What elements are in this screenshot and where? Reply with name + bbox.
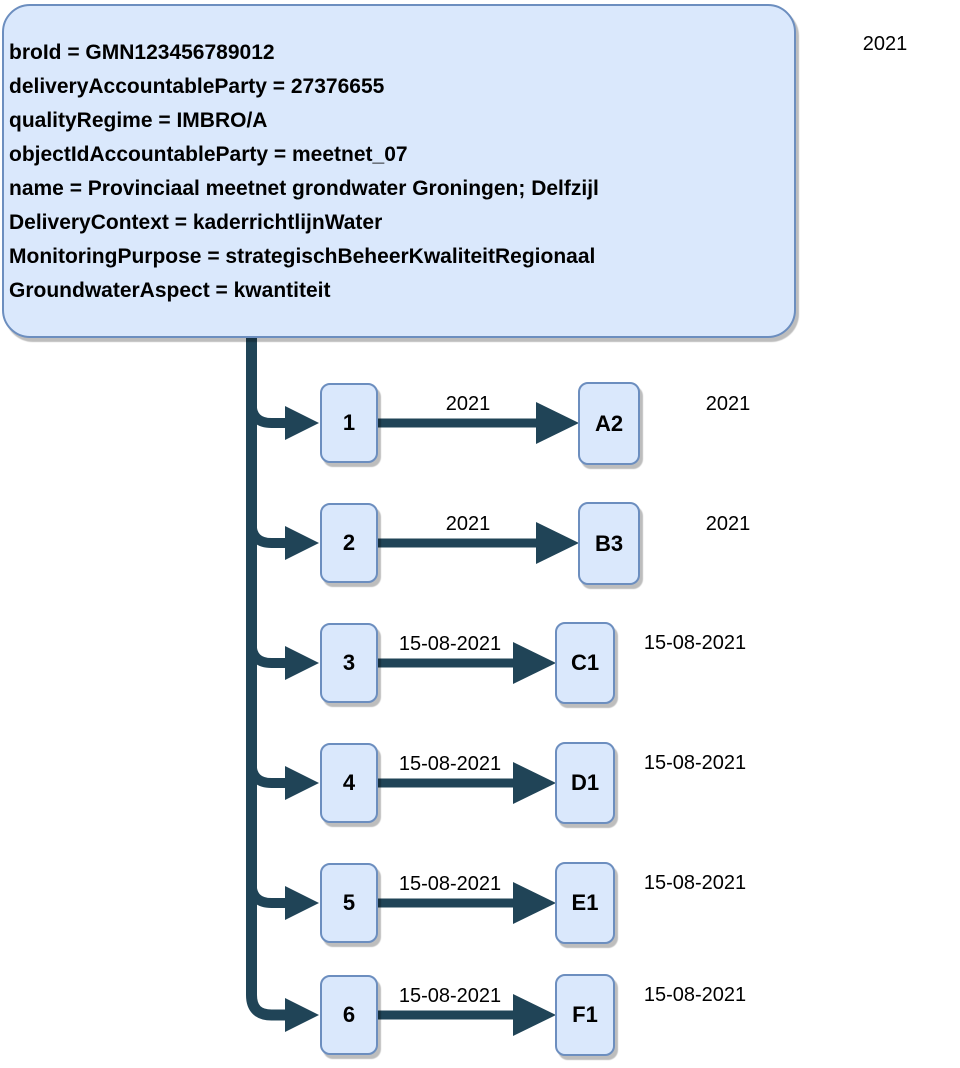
right-label-2: 2021 — [705, 513, 751, 535]
edge-label-6: 15-08-2021 — [398, 985, 502, 1007]
edge-arrowhead-1 — [536, 402, 579, 444]
gmn-info-lines: broId = GMN123456789012 deliveryAccounta… — [9, 36, 790, 308]
branch-line-2 — [246, 503, 287, 548]
trunk-line — [246, 338, 287, 1021]
source-node-2: 2 — [320, 503, 378, 583]
branch-line-3 — [246, 623, 287, 668]
source-node-1: 1 — [320, 383, 378, 463]
year-annotation: 2021 — [862, 33, 908, 55]
edge-label-1: 2021 — [445, 393, 491, 415]
target-node-F1: F1 — [555, 974, 615, 1056]
branch-arrowhead-6 — [285, 998, 319, 1032]
branch-line-4 — [246, 743, 287, 788]
branch-arrowhead-5 — [285, 886, 319, 920]
gmn-info-line: broId = GMN123456789012 — [9, 41, 275, 64]
edge-arrowhead-3 — [513, 642, 556, 684]
branch-arrowhead-2 — [285, 526, 319, 560]
target-node-C1: C1 — [555, 622, 615, 704]
target-node-A2: A2 — [578, 382, 640, 465]
source-node-3: 3 — [320, 623, 378, 703]
gmn-info-line: MonitoringPurpose = strategischBeheerKwa… — [9, 245, 596, 268]
gmn-info-line: deliveryAccountableParty = 27376655 — [9, 75, 385, 98]
edge-label-5: 15-08-2021 — [398, 873, 502, 895]
right-label-4: 15-08-2021 — [643, 752, 747, 774]
right-label-5: 15-08-2021 — [643, 872, 747, 894]
edge-label-2: 2021 — [445, 513, 491, 535]
target-node-D1: D1 — [555, 742, 615, 824]
branch-arrowhead-4 — [285, 766, 319, 800]
gmn-info-line: name = Provinciaal meetnet grondwater Gr… — [9, 177, 599, 200]
gmn-info-line: DeliveryContext = kaderrichtlijnWater — [9, 211, 383, 234]
branch-arrowhead-1 — [285, 406, 319, 440]
target-node-E1: E1 — [555, 862, 615, 944]
branch-line-1 — [246, 383, 287, 428]
edge-arrowhead-4 — [513, 762, 556, 804]
edge-label-4: 15-08-2021 — [398, 753, 502, 775]
branch-arrowhead-3 — [285, 646, 319, 680]
right-label-3: 15-08-2021 — [643, 632, 747, 654]
target-node-B3: B3 — [578, 502, 640, 585]
gmn-info-line: qualityRegime = IMBRO/A — [9, 109, 268, 132]
edge-arrowhead-5 — [513, 882, 556, 924]
branch-line-5 — [246, 863, 287, 908]
edge-label-3: 15-08-2021 — [398, 633, 502, 655]
gmn-info-line: objectIdAccountableParty = meetnet_07 — [9, 143, 408, 166]
source-node-6: 6 — [320, 975, 378, 1055]
edge-arrowhead-6 — [513, 994, 556, 1036]
source-node-4: 4 — [320, 743, 378, 823]
right-label-1: 2021 — [705, 393, 751, 415]
source-node-5: 5 — [320, 863, 378, 943]
edge-arrowhead-2 — [536, 522, 579, 564]
gmn-info-line: GroundwaterAspect = kwantiteit — [9, 279, 331, 302]
gmn-info-box: broId = GMN123456789012 deliveryAccounta… — [2, 4, 796, 338]
right-label-6: 15-08-2021 — [643, 984, 747, 1006]
